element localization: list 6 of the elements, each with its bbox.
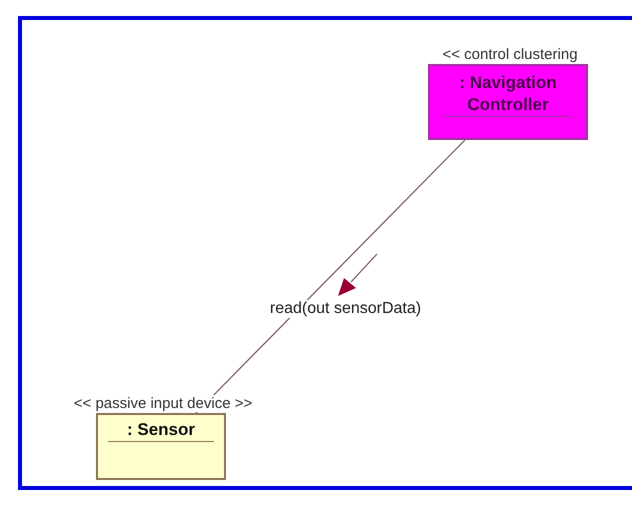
stereotype-label: << passive input device >> (74, 395, 252, 412)
message-label: read(out sensorData) (268, 300, 424, 318)
connector-line (196, 140, 466, 414)
object-name: : Sensor (108, 419, 214, 442)
stereotype-label: << control clustering (442, 46, 578, 63)
object-name: : Navigation Controller (444, 72, 572, 117)
